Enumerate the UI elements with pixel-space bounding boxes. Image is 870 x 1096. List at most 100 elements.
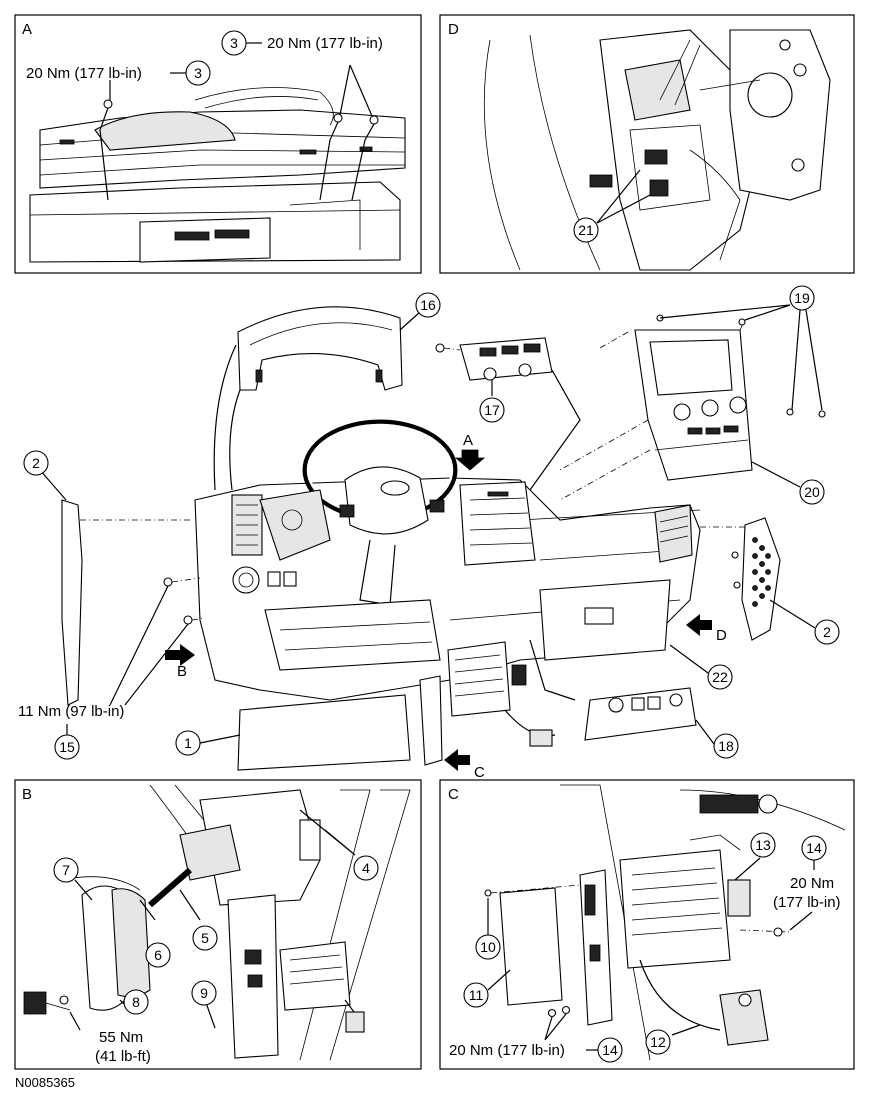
callout-7: 7 bbox=[53, 857, 79, 883]
callout-16: 16 bbox=[415, 292, 441, 318]
panel-a-letter: A bbox=[22, 21, 32, 38]
svg-text:22: 22 bbox=[712, 669, 728, 685]
callout-2-right: 2 bbox=[814, 619, 840, 645]
callout-3-left: 3 bbox=[185, 60, 211, 86]
svg-text:14: 14 bbox=[806, 840, 822, 856]
callout-2-left: 2 bbox=[23, 450, 49, 476]
main-exploded-view: A B C D 2 16 17 bbox=[18, 285, 840, 781]
svg-text:6: 6 bbox=[154, 947, 162, 963]
callout-6: 6 bbox=[145, 942, 171, 968]
callout-17: 17 bbox=[479, 397, 505, 423]
panel-d-frame bbox=[439, 14, 855, 274]
callout-4: 4 bbox=[353, 855, 379, 881]
svg-text:7: 7 bbox=[62, 862, 70, 878]
panel-a-frame bbox=[14, 14, 422, 274]
callout-12: 12 bbox=[645, 1029, 671, 1055]
panel-a-leader-left bbox=[99, 107, 109, 201]
svg-text:8: 8 bbox=[132, 994, 140, 1010]
svg-text:15: 15 bbox=[59, 739, 75, 755]
panel-a-leader-right bbox=[351, 123, 375, 201]
panel-c-frame bbox=[439, 779, 855, 1070]
right-air-vent bbox=[654, 504, 693, 563]
callout-20: 20 bbox=[799, 479, 825, 505]
knee-bolster bbox=[237, 694, 411, 771]
callout-15: 15 bbox=[54, 734, 80, 760]
svg-text:11: 11 bbox=[469, 987, 484, 1003]
callout-19: 19 bbox=[789, 285, 815, 311]
svg-text:21: 21 bbox=[578, 222, 594, 238]
callout-10: 10 bbox=[475, 934, 501, 960]
svg-text:5: 5 bbox=[201, 930, 209, 946]
callout-14-right: 14 bbox=[801, 835, 827, 861]
main-torque-left: 11 Nm (97 lb-in) bbox=[18, 703, 124, 720]
panel-c-torque-bottom: 20 Nm (177 lb-in) bbox=[449, 1042, 565, 1059]
panel-c-letter: C bbox=[448, 786, 459, 803]
radio-bezel bbox=[559, 314, 826, 501]
svg-text:17: 17 bbox=[484, 402, 500, 418]
svg-text:A: A bbox=[463, 432, 473, 449]
svg-text:4: 4 bbox=[362, 860, 370, 876]
lower-steering-column-opening bbox=[264, 599, 441, 671]
svg-text:12: 12 bbox=[650, 1034, 666, 1050]
svg-text:2: 2 bbox=[32, 455, 40, 471]
detail-panel-b: B bbox=[14, 779, 422, 1070]
center-upper-vent bbox=[435, 337, 553, 381]
panel-a-leader-mid bbox=[319, 121, 339, 201]
svg-text:14: 14 bbox=[602, 1042, 618, 1058]
headlamp-switch bbox=[232, 566, 260, 594]
svg-text:18: 18 bbox=[718, 738, 734, 754]
panel-a-dash-illustration bbox=[29, 87, 406, 263]
callout-8: 8 bbox=[123, 989, 149, 1015]
callout-3-top: 3 bbox=[221, 30, 247, 56]
panel-d-leader bbox=[596, 169, 651, 224]
svg-text:1: 1 bbox=[184, 735, 192, 751]
panel-b-torque-alt: (41 lb-ft) bbox=[95, 1048, 151, 1065]
panel-c-torque-right-alt: (177 lb-in) bbox=[773, 894, 841, 911]
smart-junction-box bbox=[419, 641, 556, 766]
callout-13: 13 bbox=[750, 832, 776, 858]
callout-1: 1 bbox=[175, 730, 201, 756]
svg-text:3: 3 bbox=[230, 35, 238, 51]
panel-b-letter: B bbox=[22, 786, 32, 803]
instrument-cluster bbox=[259, 489, 331, 561]
cluster-bezel bbox=[213, 306, 403, 491]
callout-18: 18 bbox=[713, 733, 739, 759]
svg-text:B: B bbox=[177, 663, 187, 680]
svg-text:2: 2 bbox=[823, 624, 831, 640]
callout-14-bottom: 14 bbox=[597, 1037, 623, 1063]
panel-a-torque-right: 20 Nm (177 lb-in) bbox=[267, 35, 383, 52]
panel-c-illustration bbox=[560, 784, 846, 1061]
callout-5: 5 bbox=[192, 925, 218, 951]
detail-panel-a: A bbox=[14, 14, 422, 274]
right-end-panel-grille bbox=[752, 537, 771, 607]
left-end-panel bbox=[61, 499, 83, 706]
detail-panel-d: D 21 bbox=[439, 14, 855, 274]
lower-switch-panel bbox=[584, 687, 697, 741]
panel-a-leader-torque bbox=[339, 64, 373, 117]
view-arrow-c: C bbox=[444, 749, 485, 781]
panel-d-letter: D bbox=[448, 21, 459, 38]
figure-code: N0085365 bbox=[15, 1075, 75, 1090]
panel-d-illustration bbox=[483, 29, 831, 271]
svg-text:10: 10 bbox=[480, 939, 496, 955]
panel-b-torque: 55 Nm bbox=[99, 1029, 143, 1046]
panel-a-torque-left: 20 Nm (177 lb-in) bbox=[26, 65, 142, 82]
panel-b-frame bbox=[14, 779, 422, 1070]
svg-text:13: 13 bbox=[755, 837, 771, 853]
svg-text:16: 16 bbox=[420, 297, 436, 313]
callout-11: 11 bbox=[463, 982, 489, 1008]
svg-text:19: 19 bbox=[794, 290, 810, 306]
view-arrow-b: B bbox=[165, 644, 195, 680]
steering-wheel bbox=[302, 419, 458, 606]
svg-text:3: 3 bbox=[194, 65, 202, 81]
callout-22: 22 bbox=[707, 664, 733, 690]
side-access-cover bbox=[499, 887, 563, 1006]
callout-21: 21 bbox=[573, 217, 599, 243]
svg-text:C: C bbox=[474, 764, 485, 781]
svg-text:9: 9 bbox=[200, 985, 208, 1001]
svg-text:D: D bbox=[716, 627, 727, 644]
center-stack-opening bbox=[459, 481, 536, 566]
panel-b-illustration bbox=[59, 784, 411, 1061]
detail-panel-c: C 1 bbox=[439, 779, 855, 1070]
